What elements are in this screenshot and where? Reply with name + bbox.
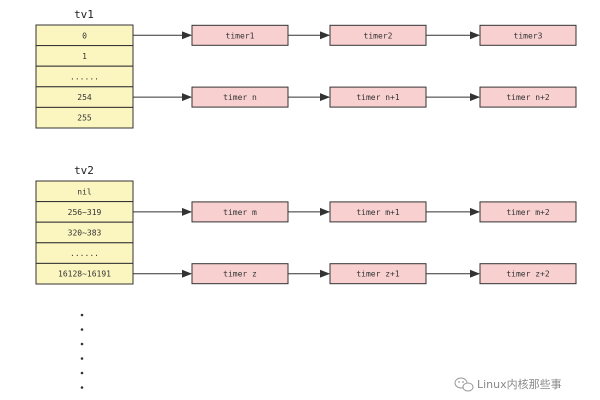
tv1-slot: 254 [35, 86, 134, 108]
tv2-slot: ...... [35, 242, 134, 264]
timer-node: timer n [191, 86, 289, 108]
timer-label: timer3 [514, 31, 543, 40]
continuation-dots [80, 313, 84, 389]
timer-label: timer1 [226, 31, 255, 40]
timer-label: timer m+2 [506, 208, 550, 217]
tv2-vector: nil 256~319 320~383...... 16128~16191 timer … [35, 180, 577, 285]
tv1-slot: 0 [35, 24, 134, 47]
timer-node: timer m+2 [479, 201, 577, 223]
tv2-slot: 256~319 [35, 201, 134, 223]
tv2-slot-label: nil [77, 187, 92, 196]
timer-node: timer n+1 [329, 86, 427, 108]
tv2-slot: nil [35, 180, 134, 203]
ellipsis-dot [80, 371, 84, 375]
ellipsis-dot [80, 313, 84, 317]
timer-node: timer z [191, 263, 289, 285]
tv1-slot-label: ...... [70, 73, 99, 82]
timer-list: timer n timer n+1 timer n+2 [133, 86, 577, 108]
tv2-title: tv2 [74, 164, 94, 177]
ellipsis-dot [80, 342, 84, 346]
timer-node: timer m [191, 201, 289, 223]
timer-node: timer m+1 [329, 201, 427, 223]
tv1-slot: ...... [35, 65, 134, 88]
timer-list: timer m timer m+1 timer m+2 [133, 201, 577, 223]
timer-label: timer n+1 [356, 93, 400, 102]
tv1-slot-label: 1 [82, 52, 87, 61]
timer-label: timer n+2 [506, 93, 550, 102]
timer-label: timer n [223, 93, 257, 102]
tv2-slot-label: 16128~16191 [58, 270, 111, 279]
watermark-text: Linux内核那些事 [477, 377, 562, 391]
tv2-slot-label: 320~383 [68, 229, 102, 238]
tv1-slot-label: 254 [77, 93, 92, 102]
timer-node: timer z+2 [479, 263, 577, 285]
timer-node: timer z+1 [329, 263, 427, 285]
timer-node: timer1 [191, 24, 289, 46]
ellipsis-dot [80, 328, 84, 331]
tv1-slot: 255 [35, 106, 134, 129]
tv1-slot: 1 [35, 45, 134, 67]
tv1-slot-label: 0 [82, 31, 87, 40]
tv2-slot-label: 256~319 [68, 208, 102, 217]
ellipsis-dot [80, 357, 84, 360]
timer-node: timer n+2 [479, 86, 577, 108]
watermark: Linux内核那些事 [454, 377, 562, 392]
timer-list: timer z timer z+1 timer z+2 [133, 263, 577, 285]
timer-label: timer2 [364, 31, 393, 40]
timer-node: timer2 [329, 24, 427, 46]
wechat-icon [454, 377, 474, 392]
timer-label: timer m [223, 208, 257, 217]
timer-label: timer z+2 [506, 270, 550, 279]
timer-list: timer1 timer2 timer3 [133, 24, 577, 46]
tv1-title: tv1 [74, 8, 94, 21]
tv2-slot-label: ...... [70, 249, 99, 258]
tv2-slot: 16128~16191 [35, 262, 134, 285]
tv2-slot: 320~383 [35, 221, 134, 244]
timer-node: timer3 [479, 24, 577, 46]
timer-label: timer z [223, 270, 257, 279]
ellipsis-dot [80, 386, 84, 389]
timer-label: timer z+1 [356, 270, 400, 279]
tv1-slot-label: 255 [77, 114, 92, 123]
timer-label: timer m+1 [356, 208, 400, 217]
